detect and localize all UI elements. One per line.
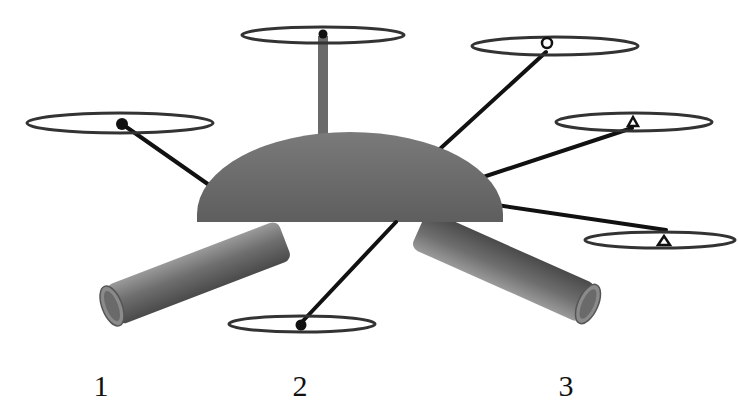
landing-tube bbox=[410, 210, 605, 328]
rotor-arm bbox=[301, 222, 396, 323]
drone-body bbox=[197, 132, 503, 222]
callout-number: 1 bbox=[94, 371, 109, 401]
propeller bbox=[27, 27, 735, 332]
callout-number: 2 bbox=[293, 371, 308, 401]
rotor-mast bbox=[318, 36, 328, 142]
rotor-hub bbox=[116, 30, 670, 331]
rotor-arm bbox=[122, 52, 666, 230]
landing-tube bbox=[95, 220, 292, 329]
callout-number: 3 bbox=[559, 371, 574, 401]
